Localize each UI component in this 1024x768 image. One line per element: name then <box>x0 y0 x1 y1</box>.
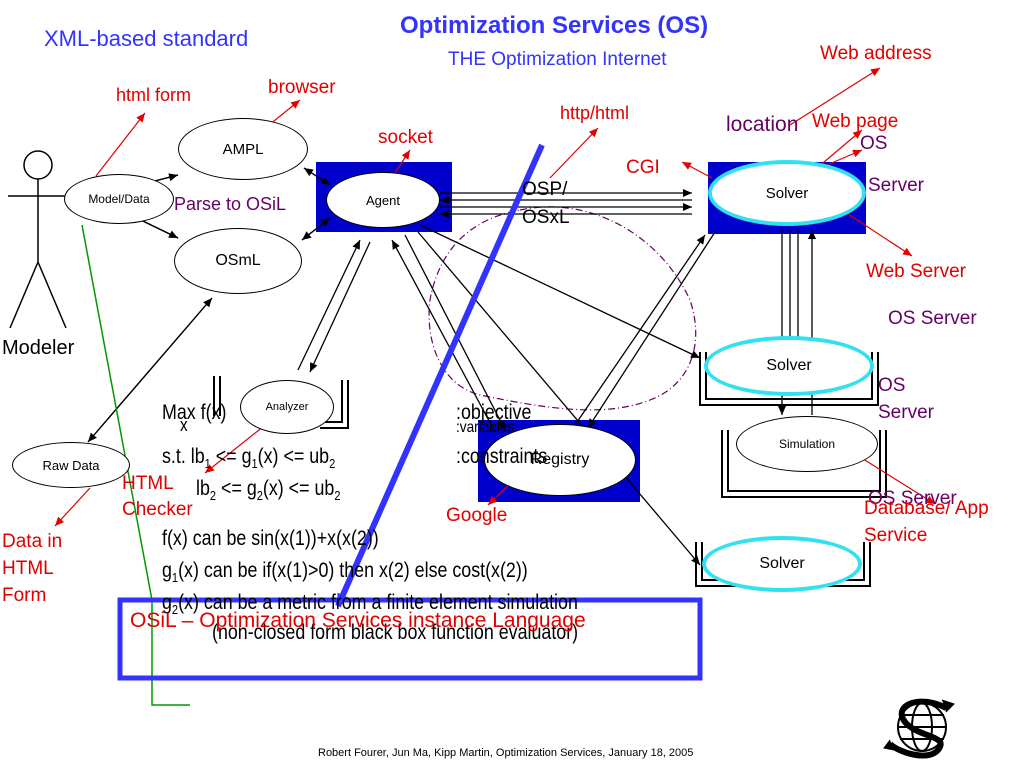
solver-top-node[interactable]: Solver <box>708 160 866 226</box>
g2-description: g2(x) can be a metric from a finite elem… <box>162 591 578 618</box>
constraints-tag: :constraints <box>456 445 548 468</box>
data-in-form-label-2: HTML <box>2 558 54 579</box>
footer-credit: Robert Fourer, Jun Ma, Kipp Martin, Opti… <box>318 747 694 759</box>
parse-to-osil-label: Parse to OSiL <box>174 194 287 214</box>
nonclosed-description: (non-closed form black box function eval… <box>212 621 579 644</box>
location-label: location <box>726 113 799 136</box>
max-x: x <box>180 415 188 435</box>
model-data-node[interactable]: Model/Data <box>64 174 174 224</box>
osxl-label: OSxL <box>522 207 570 228</box>
os-server-top-label-1: OS <box>860 133 888 154</box>
slide-title: Optimization Services (OS) <box>400 12 709 39</box>
browser-label: browser <box>268 77 336 98</box>
variables-tag: :variables <box>456 419 515 436</box>
html-form-label: html form <box>116 85 192 105</box>
modeler-label: Modeler <box>2 337 75 359</box>
osil-banner-text: OSiL – Optimization Services instance La… <box>130 609 586 632</box>
socket-label: socket <box>378 127 433 148</box>
web-page-label: Web page <box>812 111 899 132</box>
simulation-node[interactable]: Simulation <box>736 416 878 472</box>
os-server-mid-label: OS Server <box>888 308 977 329</box>
database-app-label-1: Database/ App <box>864 498 989 519</box>
g1-description: g1(x) can be if(x(1)>0) then x(2) else c… <box>162 559 528 586</box>
solver-bottom-node[interactable]: Solver <box>702 536 862 592</box>
database-app-label-2: Service <box>864 525 928 546</box>
xml-standard-label: XML-based standard <box>44 26 249 51</box>
slide-subtitle: THE Optimization Internet <box>448 49 667 70</box>
objective-tag: :objective <box>456 401 532 424</box>
osml-node[interactable]: OSmL <box>174 228 302 294</box>
registry-cloud <box>428 206 697 411</box>
web-address-label: Web address <box>820 43 932 64</box>
osil-blue-arrow <box>335 143 545 608</box>
osp-label: OSP/ <box>522 179 568 200</box>
constraint-2: lb2 <= g2(x) <= ub2 <box>196 477 341 504</box>
raw-data-node[interactable]: Raw Data <box>12 442 130 488</box>
cgi-label: CGI <box>626 157 660 178</box>
constraint-1: s.t. lb1 <= g1(x) <= ub2 <box>162 445 336 472</box>
google-label: Google <box>446 505 508 526</box>
solver-mid-node[interactable]: Solver <box>704 336 874 396</box>
ampl-node[interactable]: AMPL <box>178 118 308 180</box>
os-server-right-label-1: OS <box>878 375 906 396</box>
html-checker-label-2: Checker <box>122 499 193 520</box>
analyzer-node[interactable]: Analyzer <box>240 380 334 434</box>
data-in-form-label-3: Form <box>2 585 47 606</box>
os-server-top-label-2: Server <box>868 175 924 196</box>
http-html-label: http/html <box>560 103 630 123</box>
registry-node[interactable]: Registry <box>484 424 636 496</box>
agent-node[interactable]: Agent <box>326 172 440 228</box>
green-bracket <box>81 224 190 706</box>
max-fx: Max f(x) <box>162 401 227 424</box>
html-checker-label-1: HTML <box>122 473 174 494</box>
web-server-label: Web Server <box>866 261 966 282</box>
os-logo-icon <box>883 698 955 759</box>
fx-description: f(x) can be sin(x(1))+x(x(2)) <box>162 527 379 550</box>
modeler-figure <box>8 150 68 329</box>
osil-banner-box <box>117 597 703 681</box>
os-server-bottom-label: OS Server <box>868 488 957 509</box>
os-server-right-label-2: Server <box>878 402 934 423</box>
data-in-form-label-1: Data in <box>2 531 63 552</box>
server-trays <box>213 352 887 587</box>
